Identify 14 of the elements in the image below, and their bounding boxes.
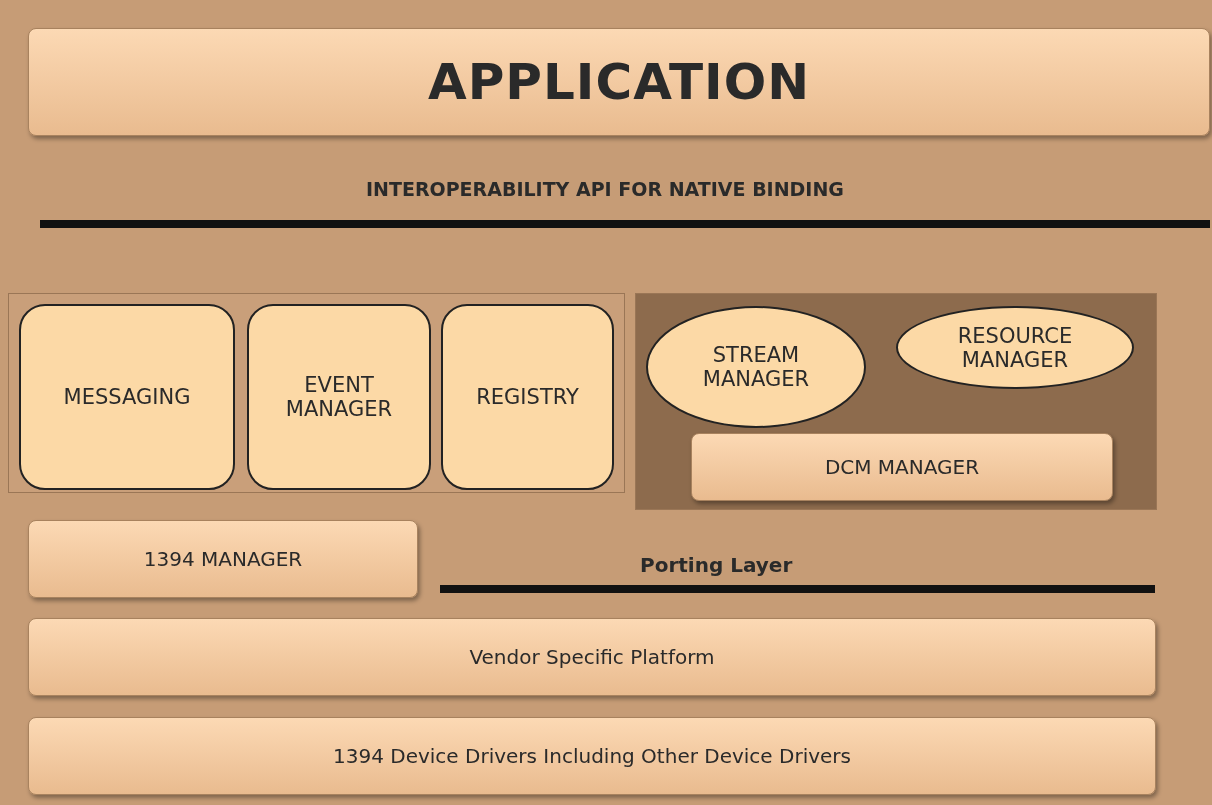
module-box: MESSAGING [19,304,235,490]
layer-label: Porting Layer [640,553,793,577]
module-box: EVENT MANAGER [247,304,431,490]
module-ellipse: RESOURCE MANAGER [896,306,1134,389]
top-layer-bar: APPLICATION [28,28,1210,136]
layer-bar: 1394 Device Drivers Including Other Device Drivers [28,717,1156,795]
group-panel [8,293,625,493]
layer-bar: DCM MANAGER [691,433,1113,501]
layer-bar: Vendor Specific Platform [28,618,1156,696]
api-layer-label: INTEROPERABILITY API FOR NATIVE BINDING [366,178,844,200]
layer-bar: 1394 MANAGER [28,520,418,598]
group-panel [635,293,1157,510]
module-ellipse: STREAM MANAGER [646,306,866,428]
module-box: REGISTRY [441,304,614,490]
